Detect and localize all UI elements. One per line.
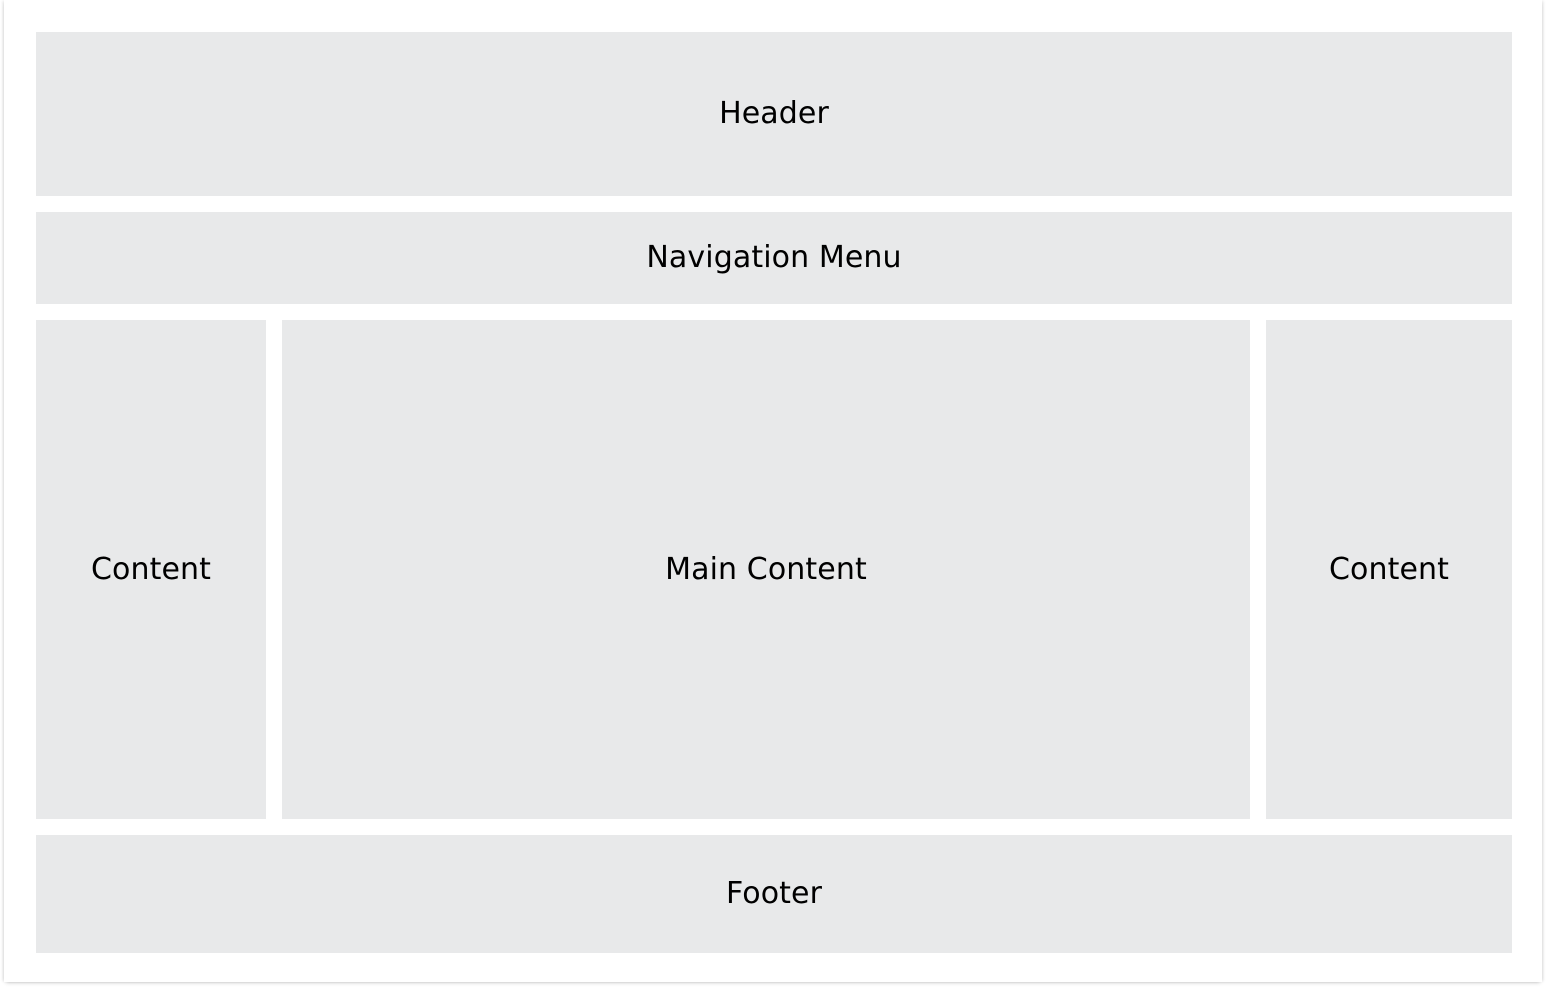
footer-label: Footer	[725, 876, 823, 911]
left-sidebar-label: Content	[90, 551, 211, 587]
header-region: Header	[36, 32, 1512, 196]
page-surface: Header Navigation Menu Content Main Cont…	[4, 0, 1542, 982]
navigation-menu-region[interactable]: Navigation Menu	[36, 212, 1512, 304]
right-sidebar-label: Content	[1328, 551, 1449, 587]
header-label: Header	[719, 96, 829, 131]
left-sidebar-region: Content	[36, 320, 266, 819]
right-sidebar-region: Content	[1266, 320, 1512, 819]
navigation-menu-label: Navigation Menu	[646, 240, 902, 275]
main-content-label: Main Content	[665, 551, 867, 587]
main-content-region: Main Content	[282, 320, 1250, 819]
footer-region: Footer	[36, 835, 1512, 953]
